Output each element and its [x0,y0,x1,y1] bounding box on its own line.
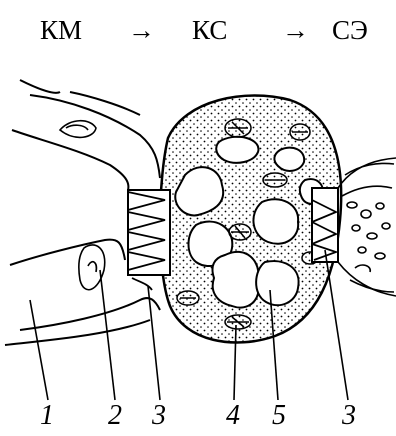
label-4: 4 [226,400,240,432]
label-2: 2 [108,400,122,432]
label-3-right: 3 [342,400,356,432]
label-1: 1 [40,400,54,432]
left-junction [128,190,170,290]
left-vesicles [60,121,105,290]
right-cell [338,158,396,296]
label-5: 5 [272,400,286,432]
label-3-left: 3 [152,400,166,432]
